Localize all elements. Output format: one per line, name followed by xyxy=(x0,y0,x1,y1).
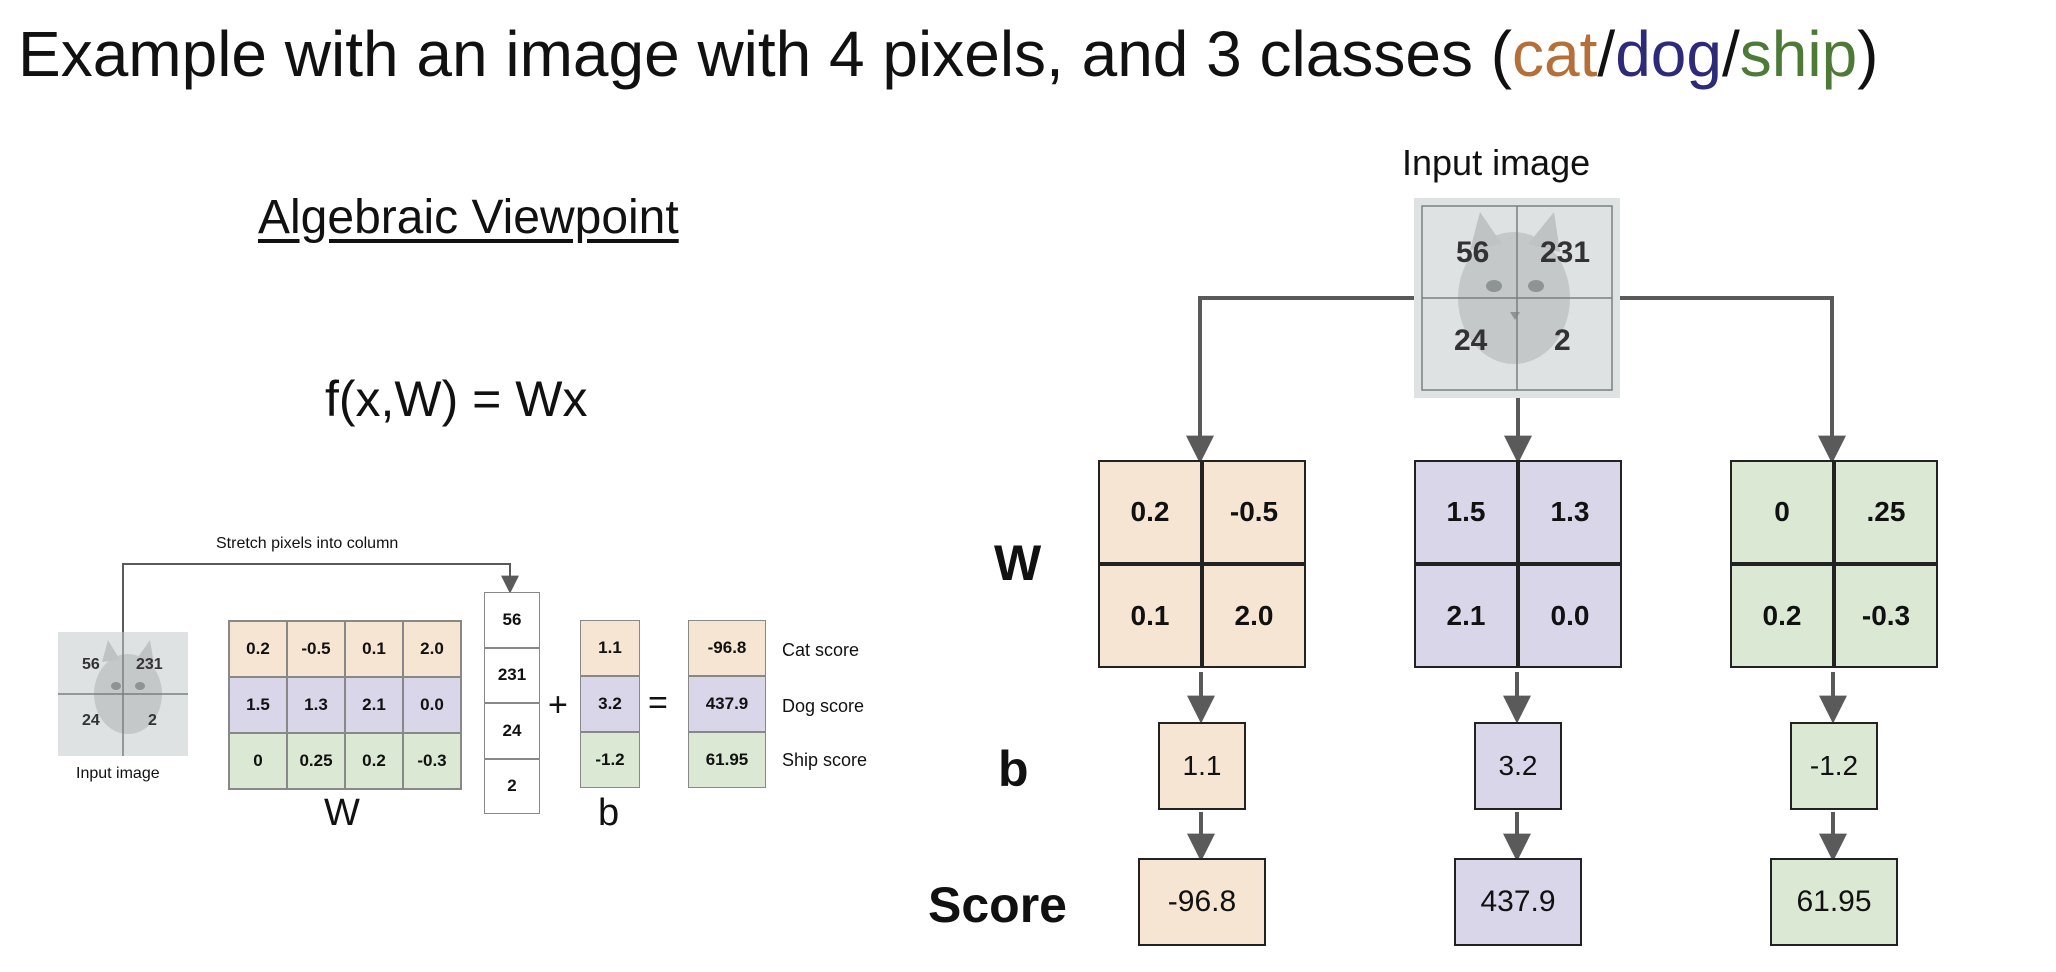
left-w-cell: 0.0 xyxy=(403,677,461,733)
stretch-pixels-label: Stretch pixels into column xyxy=(216,535,399,552)
equals-sign: = xyxy=(648,684,668,722)
title-suffix: ) xyxy=(1857,18,1879,90)
left-w-cell: 0.2 xyxy=(229,621,287,677)
title-cat: cat xyxy=(1512,18,1598,90)
right-pixel-3: 2 xyxy=(1554,324,1571,357)
title-ship: ship xyxy=(1739,18,1858,90)
right-b-cell: 1.1 xyxy=(1158,722,1246,810)
right-w-cell: -0.3 xyxy=(1834,564,1938,668)
right-b-cell: 3.2 xyxy=(1474,722,1562,810)
cat-photo-icon xyxy=(58,632,188,756)
left-pixel-1: 231 xyxy=(136,656,163,673)
left-w-cell: -0.5 xyxy=(287,621,345,677)
left-w-cell: 2.1 xyxy=(345,677,403,733)
right-b-cell: -1.2 xyxy=(1790,722,1878,810)
left-w-cell: 1.3 xyxy=(287,677,345,733)
right-w-cell: 0 xyxy=(1730,460,1834,564)
right-pixel-1: 231 xyxy=(1540,236,1591,269)
right-pixel-2: 24 xyxy=(1454,324,1488,357)
right-score-cell: 437.9 xyxy=(1454,858,1582,946)
right-w-cell: 0.2 xyxy=(1098,460,1202,564)
right-b-label: b xyxy=(998,741,1029,797)
left-score-cell: -96.8 xyxy=(688,620,766,676)
cat-photo-icon xyxy=(1414,198,1620,398)
left-w-cell: 0.25 xyxy=(287,733,345,789)
left-input-image: 56 231 24 2 xyxy=(58,632,188,756)
left-x-cell: 2 xyxy=(484,758,540,814)
left-w-cell: -0.3 xyxy=(403,733,461,789)
left-b-cell: 3.2 xyxy=(580,676,640,732)
left-w-cell: 0 xyxy=(229,733,287,789)
left-score-cell: 437.9 xyxy=(688,676,766,732)
left-pixel-0: 56 xyxy=(82,656,100,673)
title-prefix: Example with an image with 4 pixels, and… xyxy=(18,18,1513,90)
right-input-image: 56 231 24 2 xyxy=(1414,198,1620,398)
right-w-cell: 0.2 xyxy=(1730,564,1834,668)
left-pixel-2: 24 xyxy=(82,712,100,729)
left-w-cell: 0.1 xyxy=(345,621,403,677)
right-w-cell: 0.0 xyxy=(1518,564,1622,668)
right-w-cell: 2.0 xyxy=(1202,564,1306,668)
left-pixel-3: 2 xyxy=(148,712,157,729)
right-pixel-0: 56 xyxy=(1456,236,1490,269)
right-score-cell: 61.95 xyxy=(1770,858,1898,946)
left-x-cell: 231 xyxy=(484,647,540,703)
right-w-cell: .25 xyxy=(1834,460,1938,564)
plus-sign: + xyxy=(548,686,568,724)
right-score-cell: -96.8 xyxy=(1138,858,1266,946)
left-input-image-label: Input image xyxy=(76,765,160,782)
title-dog: dog xyxy=(1615,18,1722,90)
branch-arrow-ship xyxy=(1620,296,1846,464)
left-b-cell: 1.1 xyxy=(580,620,640,676)
left-b-cell: -1.2 xyxy=(580,732,640,788)
left-w-cell: 1.5 xyxy=(229,677,287,733)
right-w-cell: 2.1 xyxy=(1414,564,1518,668)
title-sep-2: / xyxy=(1721,18,1740,90)
right-input-image-label: Input image xyxy=(1402,142,1591,183)
left-w-cell: 2.0 xyxy=(403,621,461,677)
left-w-label: W xyxy=(324,792,360,834)
right-w-cell: 1.3 xyxy=(1518,460,1622,564)
right-w-label: W xyxy=(994,535,1042,591)
right-w-cell: -0.5 xyxy=(1202,460,1306,564)
right-w-cell: 0.1 xyxy=(1098,564,1202,668)
left-x-cell: 24 xyxy=(484,703,540,759)
ship-score-label: Ship score xyxy=(782,750,868,770)
stretch-arrow xyxy=(122,563,519,632)
left-b-label: b xyxy=(598,792,620,834)
algebraic-viewpoint-heading: Algebraic Viewpoint xyxy=(258,191,679,244)
slide-title: Example with an image with 4 pixels, and… xyxy=(18,18,1878,92)
formula: f(x,W) = Wx xyxy=(325,371,588,427)
branch-arrow-cat xyxy=(1186,296,1414,464)
dog-score-label: Dog score xyxy=(782,696,865,716)
left-x-cell: 56 xyxy=(484,592,540,648)
right-w-cell: 1.5 xyxy=(1414,460,1518,564)
left-score-cell: 61.95 xyxy=(688,732,766,788)
right-score-label: Score xyxy=(928,877,1067,933)
left-w-cell: 0.2 xyxy=(345,733,403,789)
cat-score-label: Cat score xyxy=(782,640,860,660)
title-sep-1: / xyxy=(1597,18,1616,90)
